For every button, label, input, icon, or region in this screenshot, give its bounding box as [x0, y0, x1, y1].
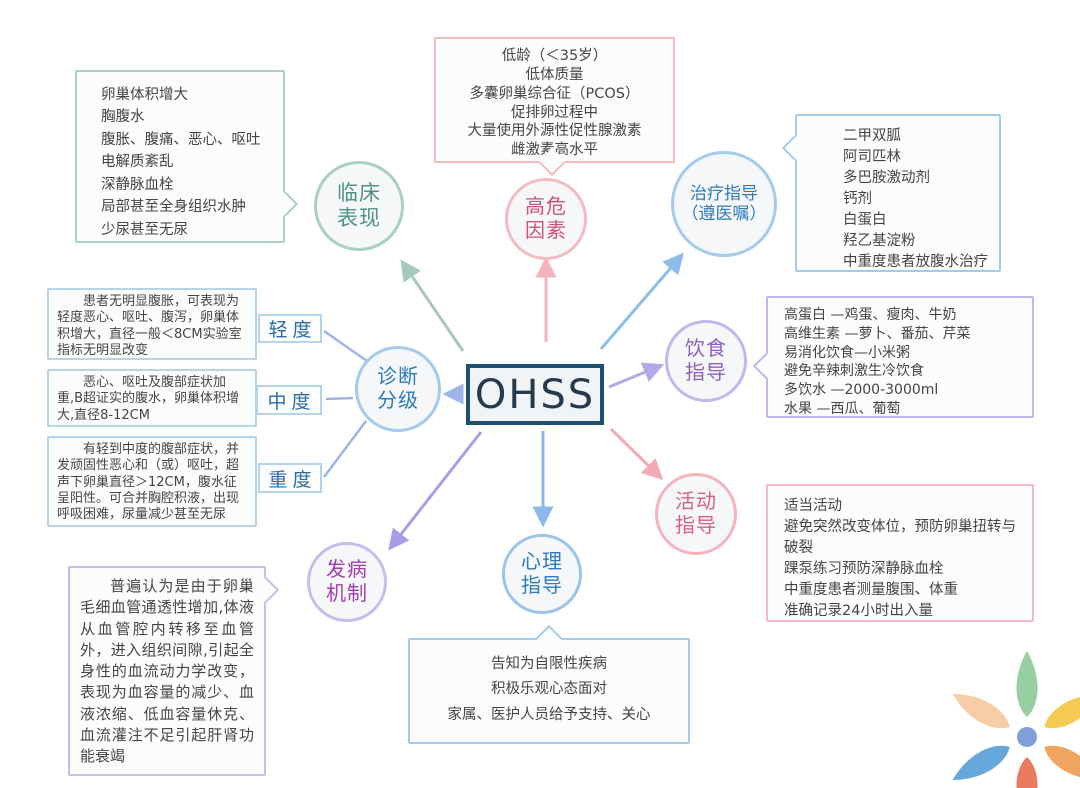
node-treatment-guidance: 治疗指导 （遵医嘱）	[671, 151, 777, 257]
pathogenesis-text: 普遍认为是由于卵巢毛细血管通透性增加,体液从血管腔内转移至血管外，进入组织间隙,…	[80, 577, 254, 766]
arrow-mechanism	[388, 431, 483, 551]
activity-guidance-list: 适当活动 避免突然改变体位，预防卵巢扭转与破裂 踝泵练习预防深静脉血栓 中重度患…	[784, 498, 1016, 620]
arrow-treatment	[599, 252, 684, 350]
flower-logo	[952, 651, 1080, 788]
grade-moderate-label: 中度	[256, 385, 322, 415]
arrow-activity	[609, 427, 664, 481]
treatment-guidance-box: 二甲双胍 阿司匹林 多巴胺激动剂 钙剂 白蛋白 羟乙基淀粉 中重度患者放腹水治疗	[781, 114, 1001, 272]
pathogenesis-box: 普遍认为是由于卵巢毛细血管通透性增加,体液从血管腔内转移至血管外，进入组织间隙,…	[68, 566, 280, 776]
line-grade-severe	[323, 420, 367, 478]
arrow-clinical	[400, 259, 465, 352]
central-node-ohss: OHSS	[466, 364, 604, 425]
diet-guidance-list: 高蛋白 —鸡蛋、瘦肉、牛奶 高维生素 —萝卜、番茄、芹菜 易消化饮食—小米粥 避…	[784, 307, 971, 417]
grade-severe-label: 重度	[258, 463, 322, 493]
line-grade-moderate	[325, 396, 354, 401]
grade-mild-label: 轻度	[258, 314, 322, 343]
treatment-guidance-list: 二甲双胍 阿司匹林 多巴胺激动剂 钙剂 白蛋白 羟乙基淀粉 中重度患者放腹水治疗	[843, 128, 988, 271]
node-diet-guidance: 饮食 指导	[665, 320, 747, 402]
node-clinical-manifestations: 临床 表现	[314, 161, 404, 251]
node-pathogenesis: 发病 机制	[307, 542, 387, 622]
psychology-guidance-box: 告知为自限性疾病 积极乐观心态面对 家属、医护人员给予支持、关心	[408, 624, 690, 744]
grade-mild-description: 患者无明显腹胀，可表现为轻度恶心、呕吐、腹泻，卵巢体积增大，直径一般＜8CM实验…	[47, 288, 257, 360]
diet-guidance-box: 高蛋白 —鸡蛋、瘦肉、牛奶 高维生素 —萝卜、番茄、芹菜 易消化饮食—小米粥 避…	[752, 296, 1034, 418]
psychology-guidance-list: 告知为自限性疾病 积极乐观心态面对 家属、医护人员给予支持、关心	[447, 656, 651, 723]
risk-factors-list: 低龄（＜35岁） 低体质量 多囊卵巢综合征（PCOS） 促排卵过程中 大量使用外…	[467, 48, 642, 158]
node-risk-factors: 高危 因素	[505, 178, 587, 260]
activity-guidance-box: 适当活动 避免突然改变体位，预防卵巢扭转与破裂 踝泵练习预防深静脉血栓 中重度患…	[766, 484, 1034, 622]
flower-center-dot	[1017, 727, 1037, 747]
clinical-manifestations-list: 卵巢体积增大 胸腹水 腹胀、腹痛、恶心、呕吐 电解质紊乱 深静脉血栓 局部甚至全…	[101, 87, 261, 238]
risk-factors-box: 低龄（＜35岁） 低体质量 多囊卵巢综合征（PCOS） 促排卵过程中 大量使用外…	[434, 37, 675, 177]
line-grade-mild	[323, 329, 368, 363]
clinical-manifestations-box: 卵巢体积增大 胸腹水 腹胀、腹痛、恶心、呕吐 电解质紊乱 深静脉血栓 局部甚至全…	[75, 70, 299, 243]
arrow-diet	[608, 362, 665, 389]
grade-moderate-description: 恶心、呕吐及腹部症状加重,B超证实的腹水，卵巢体积增大,直径8-12CM	[47, 369, 257, 427]
node-psychology-guidance: 心理 指导	[502, 534, 582, 614]
grade-severe-description: 有轻到中度的腹部症状，并发顽固性恶心和（或）呕吐，超声下卵巢直径＞12CM，腹水…	[47, 436, 257, 527]
node-diagnosis-grading: 诊断 分级	[355, 346, 441, 432]
node-activity-guidance: 活动 指导	[655, 473, 737, 555]
